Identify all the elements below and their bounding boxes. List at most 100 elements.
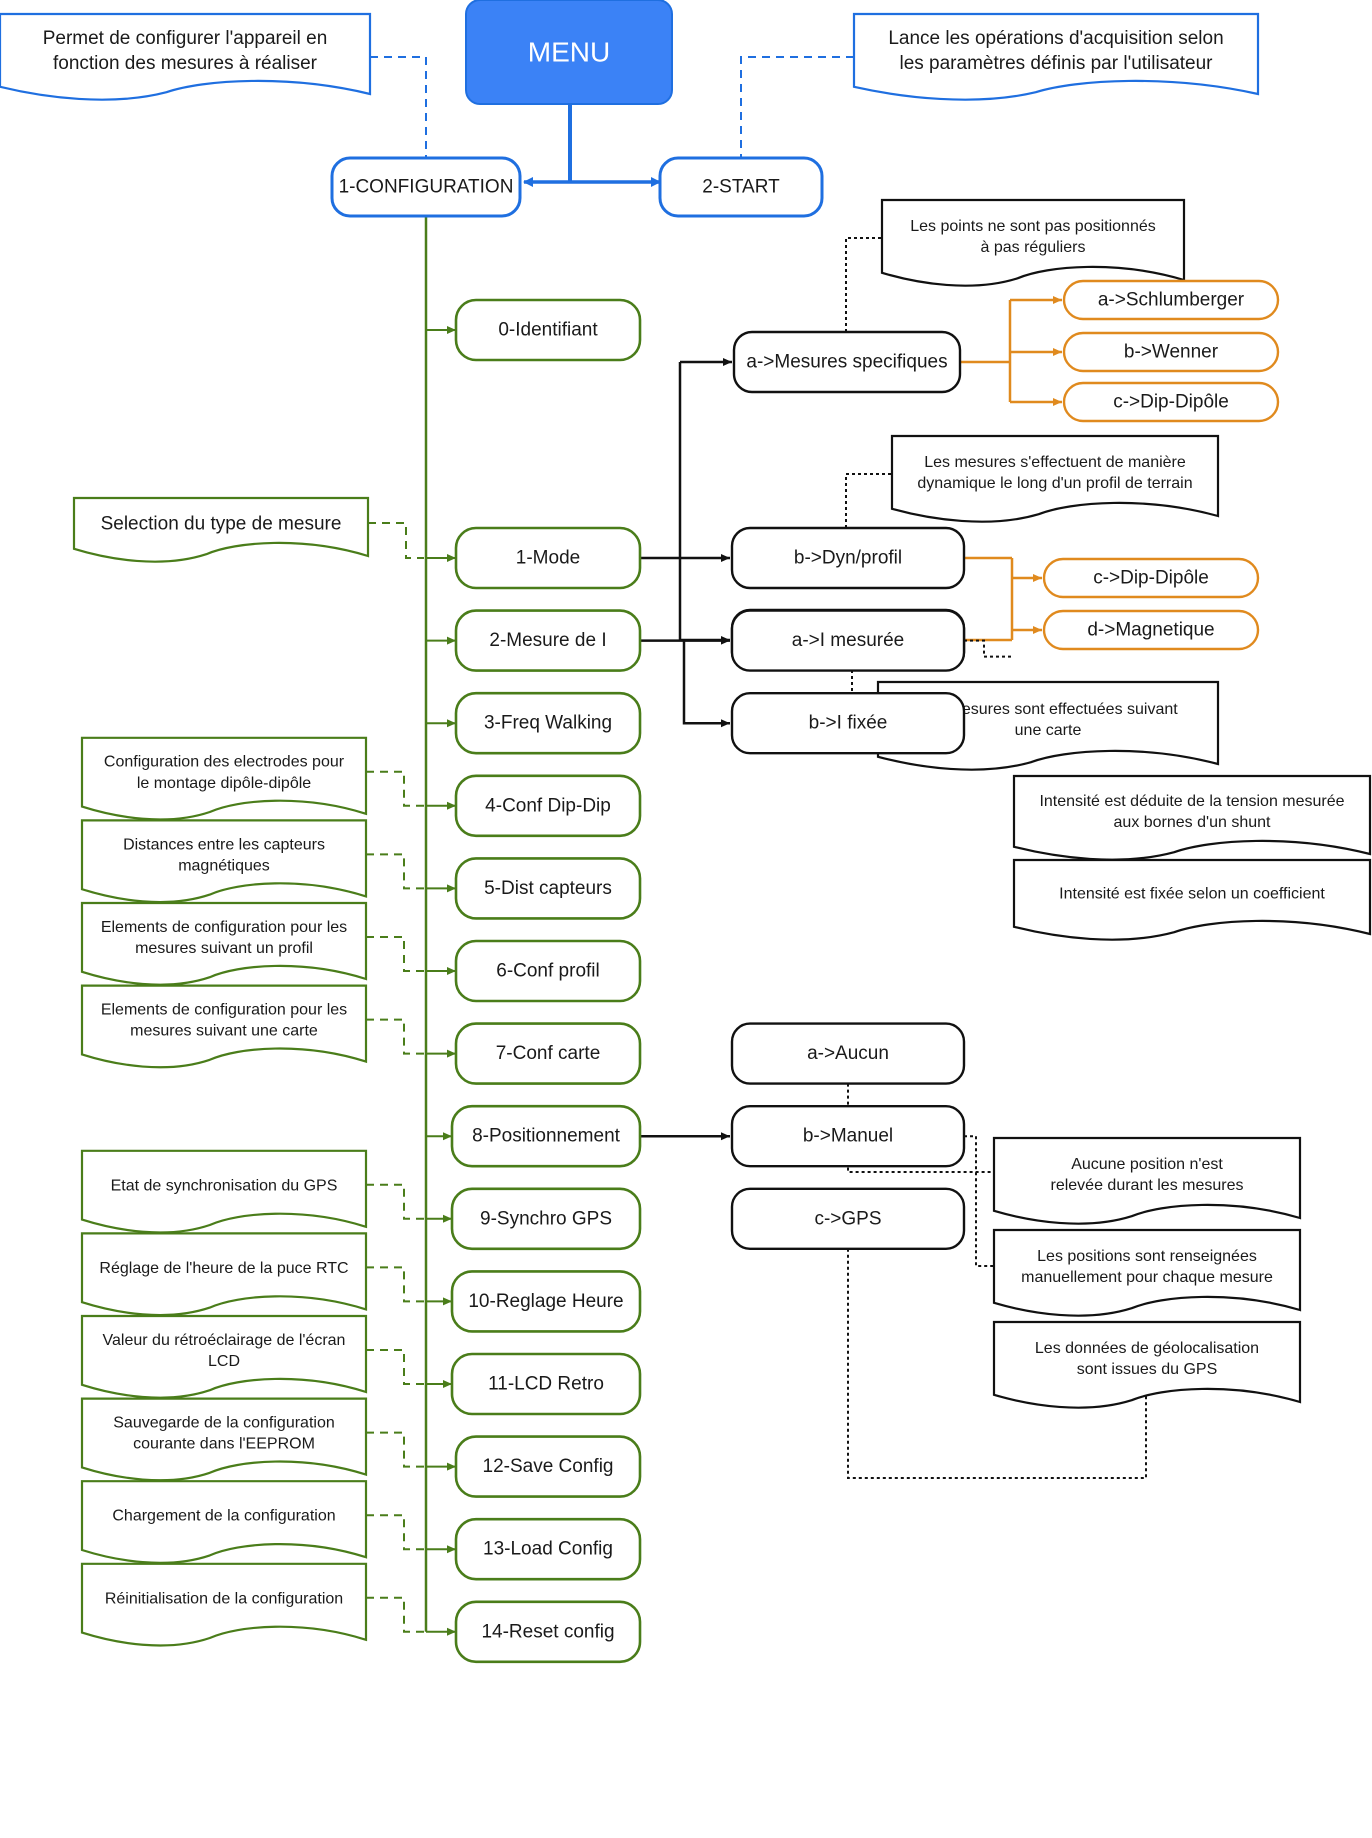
note-i-fixee-text: Intensité est fixée selon un coefficient	[1059, 886, 1325, 903]
dyn-method-0-label: c->Dip-Dipôle	[1093, 568, 1209, 589]
config-item-3-label: 3-Freq Walking	[484, 713, 612, 734]
mesure-i-mesuree-frame	[730, 609, 966, 672]
note-i-mesuree: Intensité est déduite de la tension mesu…	[1012, 774, 1372, 861]
config-item-10[interactable]: 10-Reglage Heure	[450, 1270, 642, 1333]
note-start-frame	[852, 12, 1260, 101]
note-gps-frame	[80, 1149, 368, 1234]
note-link-heure	[366, 1266, 424, 1303]
config-item-6-frame	[454, 939, 642, 1003]
config-item-9-frame	[450, 1187, 642, 1251]
config-item-1-frame	[454, 526, 642, 590]
config-item-7[interactable]: 7-Conf carte	[454, 1022, 642, 1085]
note-i-fixee-frame	[1012, 858, 1372, 941]
positionnement-manuel[interactable]: b->Manuel	[730, 1104, 966, 1168]
note-mode: Selection du type de mesure	[72, 496, 370, 563]
note-link-reset	[366, 1596, 424, 1633]
specifiques-method-0-label: a->Schlumberger	[1098, 290, 1245, 311]
note-reset: Réinitialisation de la configuration	[80, 1562, 368, 1647]
positionnement-gps[interactable]: c->GPS	[730, 1187, 966, 1251]
note-mode-text: Selection du type de mesure	[101, 514, 342, 535]
note-manuel: Les positions sont renseignéesmanuelleme…	[992, 1228, 1302, 1317]
note-save-text: courante dans l'EEPROM	[133, 1436, 315, 1453]
start-button-label: 2-START	[702, 177, 780, 198]
note-load-text: Chargement de la configuration	[112, 1508, 335, 1525]
config-item-13[interactable]: 13-Load Config	[454, 1517, 642, 1581]
start-button-frame	[658, 156, 824, 218]
dyn-method-1[interactable]: d->Magnetique	[1042, 609, 1260, 651]
dyn-method-1-frame	[1042, 609, 1260, 651]
mesure-i-fixee-label: b->I fixée	[809, 713, 888, 734]
note-load-frame	[80, 1480, 368, 1564]
note-configuration-text: fonction des mesures à réaliser	[53, 53, 318, 74]
mesure-i-fixee[interactable]: b->I fixée	[730, 692, 966, 755]
note-link-gps	[366, 1183, 424, 1220]
positionnement-aucun-frame	[730, 1022, 966, 1085]
flow-boxes: MENU 1-CONFIGURATION 2-START 0-Identifiant 1…	[330, 0, 1280, 1664]
note-dipdip-text: le montage dipôle-dipôle	[137, 775, 311, 792]
note-reset-frame	[80, 1562, 368, 1647]
specifiques-method-1[interactable]: b->Wenner	[1062, 331, 1280, 373]
note-configuration-text: Permet de configurer l'appareil en	[43, 28, 328, 49]
menu-button[interactable]: MENU	[465, 0, 673, 105]
config-item-12[interactable]: 12-Save Config	[454, 1435, 642, 1498]
note-heure-text: Réglage de l'heure de la puce RTC	[99, 1260, 348, 1277]
mode-option-dyn-profil[interactable]: b->Dyn/profil	[730, 526, 966, 590]
specifiques-method-0[interactable]: a->Schlumberger	[1062, 279, 1280, 321]
config-item-6[interactable]: 6-Conf profil	[454, 939, 642, 1003]
positionnement-aucun[interactable]: a->Aucun	[730, 1022, 966, 1085]
config-item-1[interactable]: 1-Mode	[454, 526, 642, 590]
config-item-5-frame	[454, 857, 642, 920]
dyn-profil-note-link	[845, 473, 892, 528]
config-item-8[interactable]: 8-Positionnement	[450, 1104, 642, 1168]
specifiques-method-2[interactable]: c->Dip-Dipôle	[1062, 381, 1280, 423]
note-carte-text: Elements de configuration pour les	[101, 1002, 347, 1019]
config-item-7-frame	[454, 1022, 642, 1085]
start-button[interactable]: 2-START	[658, 156, 824, 218]
note-lcd-text: Valeur du rétroéclairage de l'écran	[103, 1332, 346, 1349]
specifiques-method-0-frame	[1062, 279, 1280, 321]
note-reset-text: Réinitialisation de la configuration	[105, 1590, 343, 1607]
mode-option-dyn-profil-frame	[730, 526, 966, 590]
config-item-3[interactable]: 3-Freq Walking	[454, 691, 642, 755]
note-capteurs-text: Distances entre les capteurs	[123, 836, 325, 853]
config-item-14-label: 14-Reset config	[481, 1621, 614, 1642]
note-aucun-text: Aucune position n'est	[1071, 1156, 1223, 1173]
dyn-method-0[interactable]: c->Dip-Dipôle	[1042, 557, 1260, 599]
configuration-button[interactable]: 1-CONFIGURATION	[330, 156, 522, 218]
config-item-10-frame	[450, 1270, 642, 1333]
note-manuel-text: manuellement pour chaque mesure	[1021, 1269, 1273, 1286]
note-carte-text: mesures suivant une carte	[130, 1023, 318, 1040]
mode-option-specifiques[interactable]: a->Mesures specifiques	[732, 330, 962, 394]
config-item-9-label: 9-Synchro GPS	[480, 1208, 612, 1229]
manuel-note-link	[964, 1135, 994, 1267]
specifiques-method-2-frame	[1062, 381, 1280, 423]
note-configuration-frame	[0, 12, 372, 101]
config-item-9[interactable]: 9-Synchro GPS	[450, 1187, 642, 1251]
specifiques-method-1-frame	[1062, 331, 1280, 373]
note-start-text: Lance les opérations d'acquisition selon	[888, 28, 1223, 49]
arrow-i-fixee	[682, 640, 730, 728]
note-i-fixee: Intensité est fixée selon un coefficient	[1012, 858, 1372, 941]
config-item-13-label: 13-Load Config	[483, 1539, 613, 1560]
config-item-4[interactable]: 4-Conf Dip-Dip	[454, 774, 642, 838]
note-gps-text: Etat de synchronisation du GPS	[111, 1177, 338, 1194]
note-profil-frame	[80, 901, 368, 986]
note-save-frame	[80, 1397, 368, 1482]
note-aucun-frame	[992, 1136, 1302, 1225]
config-item-14[interactable]: 14-Reset config	[454, 1600, 642, 1664]
note-load: Chargement de la configuration	[80, 1480, 368, 1564]
config-item-5[interactable]: 5-Dist capteurs	[454, 857, 642, 920]
config-item-11[interactable]: 11-LCD Retro	[450, 1352, 642, 1416]
mode-option-specifiques-label: a->Mesures specifiques	[746, 352, 947, 373]
gps-note-link	[847, 1248, 1147, 1479]
config-item-2[interactable]: 2-Mesure de I	[454, 609, 642, 672]
note-specifiques-text: à pas réguliers	[981, 239, 1086, 256]
note-link-lcd	[366, 1349, 424, 1385]
note-start-text: les paramètres définis par l'utilisateur	[899, 53, 1213, 74]
config-item-1-label: 1-Mode	[516, 548, 580, 569]
mesure-i-mesuree[interactable]: a->I mesurée	[730, 609, 966, 672]
note-carte-frame	[80, 984, 368, 1069]
config-item-0[interactable]: 0-Identifiant	[454, 298, 642, 362]
note-carte: Elements de configuration pour les mesure…	[80, 984, 368, 1069]
